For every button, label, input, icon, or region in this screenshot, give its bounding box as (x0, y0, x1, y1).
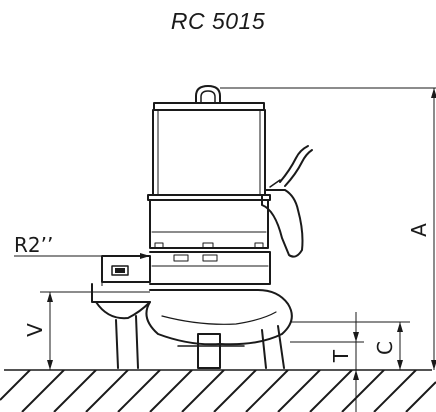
page-title: RC 5015 (170, 8, 266, 34)
motor-flange (147, 194, 271, 201)
inlet-cylinder (197, 333, 221, 369)
outlet-height-label: V (23, 323, 47, 337)
power-cable (279, 145, 309, 183)
cable-inlet (261, 189, 304, 258)
pump-volute (91, 283, 293, 346)
motor-housing (153, 102, 265, 111)
pump-stand (115, 315, 285, 369)
lifting-handle (195, 85, 221, 104)
pump-outline (91, 85, 313, 369)
discharge-flange (101, 255, 151, 283)
height-label: A (407, 223, 431, 237)
base-label: T (329, 349, 353, 363)
clearance-label: C (373, 341, 397, 355)
ground-hatching (0, 370, 436, 412)
outlet-label: R2’’ (14, 233, 53, 257)
dimension-lines (14, 87, 436, 412)
